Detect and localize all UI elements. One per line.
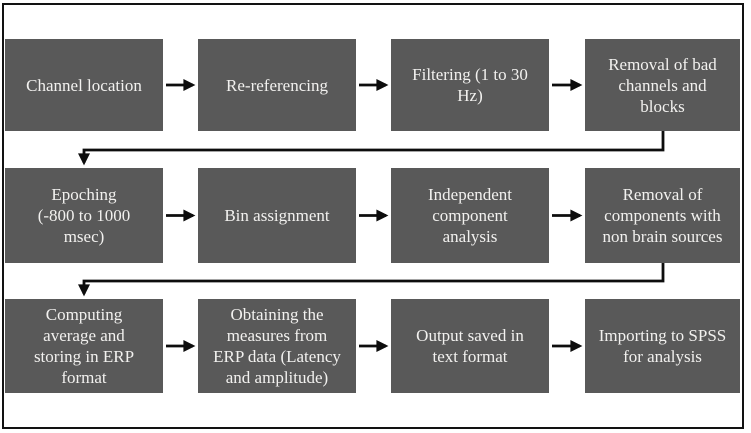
step-re-referencing: Re-referencing — [198, 39, 356, 131]
step-bin-assignment: Bin assignment — [198, 168, 356, 263]
step-output-text-format: Output saved in text format — [391, 299, 549, 393]
step-label: Independent component analysis — [427, 185, 513, 246]
step-removal-nonbrain-components: Removal of components with non brain sou… — [585, 168, 740, 263]
step-label: Bin assignment — [224, 206, 330, 225]
step-epoching: Epoching (-800 to 1000 msec) — [5, 168, 163, 263]
step-label: Removal of components with non brain sou… — [602, 185, 723, 246]
step-label: Output saved in text format — [416, 326, 524, 366]
step-independent-component-analysis: Independent component analysis — [391, 168, 549, 263]
step-removal-bad-channels: Removal of bad channels and blocks — [585, 39, 740, 131]
step-label: Filtering (1 to 30 Hz) — [412, 65, 528, 105]
step-label: Removal of bad channels and blocks — [608, 54, 717, 116]
step-label: Epoching (-800 to 1000 msec) — [37, 185, 131, 246]
step-label: Obtaining the measures from ERP data (La… — [213, 305, 341, 387]
step-importing-spss: Importing to SPSS for analysis — [585, 299, 740, 393]
step-label: Channel location — [26, 75, 142, 95]
elbow-connector-row2-row3 — [78, 263, 665, 297]
step-filtering: Filtering (1 to 30 Hz) — [391, 39, 549, 131]
step-obtaining-measures: Obtaining the measures from ERP data (La… — [198, 299, 356, 393]
step-channel-location: Channel location — [5, 39, 163, 131]
step-computing-average: Computing average and storing in ERP for… — [5, 299, 163, 393]
step-label: Re-referencing — [226, 75, 328, 95]
elbow-connector-row1-row2 — [78, 131, 665, 166]
step-label: Importing to SPSS for analysis — [598, 326, 727, 366]
step-label: Computing average and storing in ERP for… — [33, 305, 135, 387]
